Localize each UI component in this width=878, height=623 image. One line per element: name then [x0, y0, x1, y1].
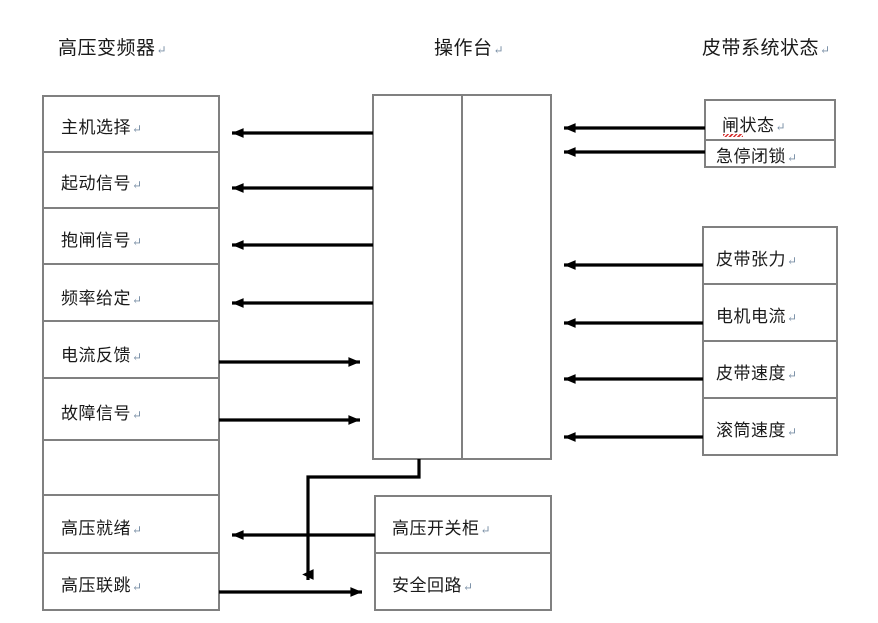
spellcheck-underline: [723, 134, 743, 137]
pilcrow-icon: ↵: [787, 368, 798, 382]
pilcrow-icon: ↵: [820, 43, 831, 57]
cell-belt-tension[interactable]: 皮带张力↵: [716, 245, 798, 270]
cell-current-feedback[interactable]: 电流反馈↵: [61, 341, 143, 366]
cell-safety-circuit[interactable]: 安全回路↵: [392, 571, 474, 596]
cell-label-text: 起动信号: [61, 174, 131, 193]
cell-hv-trip[interactable]: 高压联跳↵: [61, 571, 143, 596]
cell-brake-signal[interactable]: 抱闸信号↵: [61, 226, 143, 251]
cell-label-text: 主机选择: [61, 118, 131, 137]
pilcrow-icon: ↵: [132, 350, 143, 364]
cell-label-text: 高压联跳: [61, 576, 131, 595]
belt-status-lower-group: [702, 226, 838, 456]
cell-hv-ready[interactable]: 高压就绪↵: [61, 514, 143, 539]
cell-gate-status[interactable]: 闸状态↵: [722, 111, 786, 136]
connector-console-to-safety-circuit: [302, 459, 421, 580]
pilcrow-icon: ↵: [156, 43, 168, 57]
cell-label-text: 抱闸信号: [61, 231, 131, 250]
cell-motor-current[interactable]: 电机电流↵: [716, 302, 798, 327]
cell-estop-lock[interactable]: 急停闭锁↵: [716, 142, 798, 167]
heading-text: 操作台: [434, 38, 493, 59]
heading-high-voltage-inverter: 高压变频器↵: [58, 33, 167, 60]
cell-label-text: 闸状态: [722, 116, 775, 135]
cell-label-text: 安全回路: [392, 576, 462, 595]
belt-status-upper-group: [704, 99, 836, 168]
pilcrow-icon: ↵: [132, 408, 143, 422]
pilcrow-icon: ↵: [463, 580, 474, 594]
pilcrow-icon: ↵: [775, 120, 787, 134]
pilcrow-icon: ↵: [493, 43, 505, 57]
cell-label-text: 皮带张力: [716, 250, 786, 269]
cell-label-text: 滚筒速度: [716, 421, 786, 440]
heading-text: 高压变频器: [58, 38, 156, 59]
pilcrow-icon: ↵: [787, 311, 798, 325]
pilcrow-icon: ↵: [480, 523, 492, 537]
heading-belt-system-status: 皮带系统状态↵: [702, 33, 831, 60]
cell-belt-speed[interactable]: 皮带速度↵: [716, 359, 798, 384]
cell-start-signal[interactable]: 起动信号↵: [61, 169, 143, 194]
pilcrow-icon: ↵: [787, 254, 798, 268]
cell-label-text: 高压就绪: [61, 519, 131, 538]
cell-label-text: 皮带速度: [716, 364, 786, 383]
operator-console: [372, 94, 552, 460]
pilcrow-icon: ↵: [787, 425, 798, 439]
pilcrow-icon: ↵: [132, 523, 143, 537]
cell-fault-signal[interactable]: 故障信号↵: [61, 399, 143, 424]
cell-host-select[interactable]: 主机选择↵: [61, 113, 143, 138]
pilcrow-icon: ↵: [132, 293, 143, 307]
cell-label-text: 故障信号: [61, 404, 131, 423]
pilcrow-icon: ↵: [132, 122, 143, 136]
cell-label-text: 急停闭锁: [716, 147, 786, 166]
heading-operator-console: 操作台↵: [434, 33, 504, 60]
cell-drum-speed[interactable]: 滚筒速度↵: [716, 416, 798, 441]
cell-label-text: 电机电流: [716, 307, 786, 326]
cell-label-text: 频率给定: [61, 289, 131, 308]
cell-frequency-set[interactable]: 频率给定↵: [61, 284, 143, 309]
high-voltage-inverter-signal-stack: [42, 95, 220, 611]
pilcrow-icon: ↵: [132, 235, 143, 249]
pilcrow-icon: ↵: [787, 151, 798, 165]
high-voltage-cabinet-stack: [374, 495, 552, 611]
cell-label-text: 高压开关柜: [392, 519, 480, 538]
pilcrow-icon: ↵: [132, 178, 143, 192]
pilcrow-icon: ↵: [132, 580, 143, 594]
heading-text: 皮带系统状态: [702, 38, 820, 59]
cell-label-text: 电流反馈: [61, 346, 131, 365]
cell-hv-switchgear[interactable]: 高压开关柜↵: [392, 514, 491, 539]
